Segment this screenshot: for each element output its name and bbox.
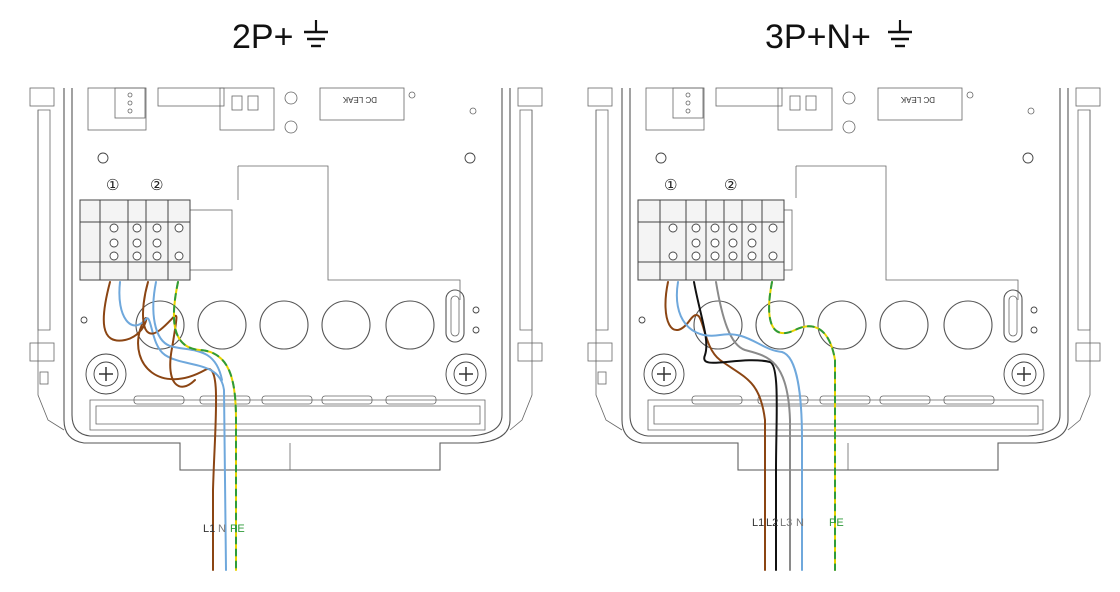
wire-label-l1: L1 bbox=[752, 517, 764, 529]
wire-pe-stripe bbox=[172, 281, 237, 571]
cable-entry-holes bbox=[80, 289, 480, 350]
module-label: DC LEAK bbox=[342, 95, 377, 104]
wire-l1b bbox=[142, 281, 196, 388]
ground-icon bbox=[888, 20, 912, 48]
wire-n bbox=[118, 281, 227, 571]
corner-screw-right bbox=[1003, 353, 1045, 395]
module-label: DC LEAK bbox=[900, 95, 935, 104]
corner-screw-left bbox=[643, 353, 685, 395]
wire-label-pe: PE bbox=[230, 523, 245, 535]
wire-pe-stripe bbox=[768, 281, 836, 571]
wires-2p bbox=[102, 281, 237, 571]
cable-glands bbox=[133, 395, 437, 405]
cable-entry-holes bbox=[638, 289, 1038, 350]
terminal-number-2: ② bbox=[150, 176, 163, 194]
terminal-block bbox=[637, 199, 793, 281]
wire-label-l1: L1 bbox=[203, 523, 215, 535]
corner-screw-right bbox=[445, 353, 487, 395]
terminal-block bbox=[79, 199, 233, 281]
wire-label-n: N bbox=[218, 523, 226, 535]
wire-label-pe: PE bbox=[829, 517, 844, 529]
terminal-number-2: ② bbox=[724, 176, 737, 194]
top-components: DC LEAK bbox=[87, 87, 477, 164]
panel-title: 3P+N+ bbox=[765, 18, 871, 56]
wire-label-l3: L3 bbox=[780, 517, 792, 529]
wire-n bbox=[675, 281, 803, 571]
wire-l3 bbox=[715, 281, 791, 571]
panel-3pn: 3P+N+ bbox=[587, 18, 1101, 571]
panel-title: 2P+ bbox=[232, 18, 293, 56]
cable-glands bbox=[691, 395, 995, 405]
panel-2p: 2P+ bbox=[29, 18, 543, 571]
wire-label-n: N bbox=[796, 517, 804, 529]
mounting-plate bbox=[238, 165, 461, 300]
ground-icon bbox=[304, 20, 328, 48]
terminal-number-1: ① bbox=[106, 176, 119, 194]
wire-l1 bbox=[102, 281, 218, 571]
mounting-plate bbox=[796, 165, 1019, 300]
enclosure bbox=[29, 87, 543, 471]
wire-l2 bbox=[693, 281, 778, 571]
wire-nb bbox=[152, 281, 223, 381]
wires-3pn bbox=[664, 281, 836, 571]
enclosure bbox=[587, 87, 1101, 471]
top-components: DC LEAK bbox=[645, 87, 1035, 164]
wire-label-l2: L2 bbox=[766, 517, 778, 529]
corner-screw-left bbox=[85, 353, 127, 395]
terminal-number-1: ① bbox=[664, 176, 677, 194]
